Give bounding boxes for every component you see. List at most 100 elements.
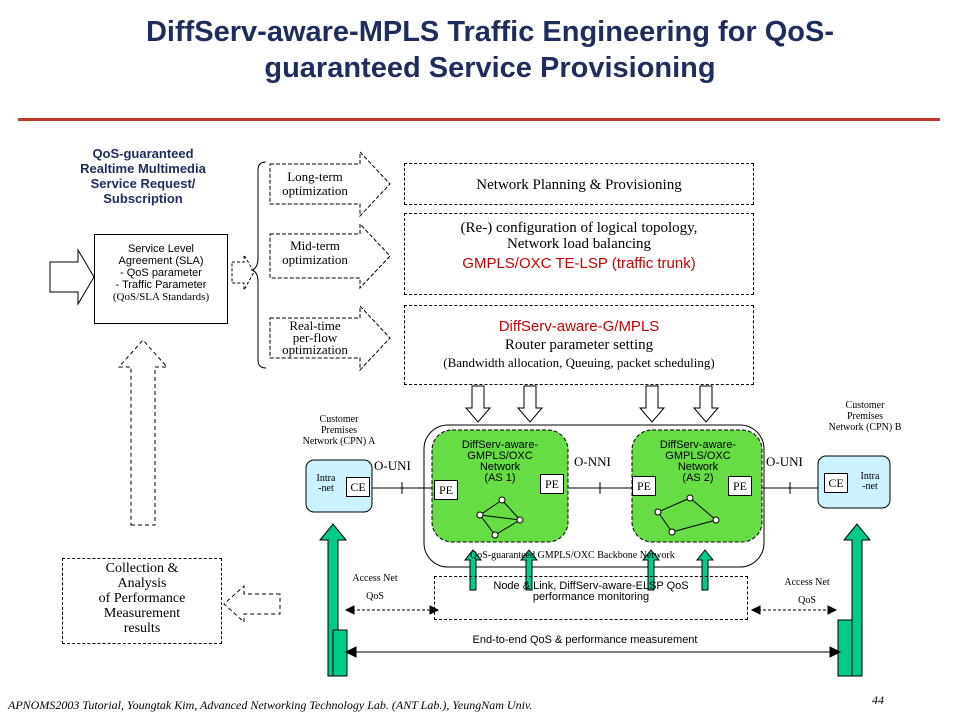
reconfig-line-1: (Re-) configuration of logical topology, [460,220,698,236]
sla-line-5: (QoS/SLA Standards) [112,291,210,303]
access-net-label-right: Access Net QoS [772,574,842,610]
title-line-2: guaranteed Service Provisioning [264,52,716,84]
end-to-end-label: End-to-end QoS & performance measurement [472,634,698,646]
cpn-b-line-2: Premises [846,411,884,422]
as1-network [431,429,569,543]
title-divider [18,118,940,121]
access-net-left-line-2: QoS [366,591,384,602]
collection-line-3: of Performance [98,591,186,606]
sla-line-4: - Traffic Parameter [115,279,207,291]
monitoring-line-2: performance monitoring [532,591,650,603]
page-number: 44 [872,693,884,707]
as1-line-1: DiffServ-aware- [461,439,539,451]
cpn-a-label: Customer Premises Network (CPN) A [284,414,394,447]
monitoring-box: Node & Link, DiffServ-aware-ELSP QoS per… [434,576,748,620]
as2-line-1: DiffServ-aware- [659,439,737,451]
as2-label: DiffServ-aware- GMPLS/OXC Network (AS 2) [638,440,758,484]
intranet-a-box [305,459,373,513]
intranet-b-label: Intra -net [852,472,888,492]
o-nni-label: O-NNI [574,454,611,469]
real-time-line-3: optimization [282,342,348,357]
router-line-1: DiffServ-aware-G/MPLS [498,318,660,335]
reconfig-line-2: Network load balancing [506,236,652,252]
request-line-1: QoS-guaranteed [92,146,194,161]
collection-line-4: Measurement [103,606,181,621]
real-time-line-2: per-flow [292,330,338,345]
real-time-label: Real-time per-flow optimization [270,318,360,357]
ce-b: CE [824,473,848,493]
ce-a: CE [346,477,370,497]
as2-line-2: GMPLS/OXC [665,450,731,462]
footer: APNOMS2003 Tutorial, Youngtak Kim, Advan… [8,698,533,712]
planning-box: Network Planning & Provisioning [404,163,754,205]
page-title: DiffServ-aware-MPLS Traffic Engineering … [60,14,920,86]
router-line-2: Router parameter setting [504,337,654,353]
collection-line-5: results [123,621,161,636]
sla-line-3: - QoS parameter [120,267,202,279]
cpn-a-line-3: Network (CPN) A [302,436,376,447]
mid-term-label: Mid-term optimization [270,239,360,267]
access-arrow-right [837,523,872,677]
access-net-label-left: Access Net QoS [340,570,410,606]
cpn-b-line-3: Network (CPN) B [828,422,902,433]
as2-topology [654,494,720,536]
access-net-right-line-2: QoS [798,595,816,606]
long-term-line-1: Long-term [287,169,343,184]
long-term-line-2: optimization [282,183,348,198]
cpn-a-line-1: Customer [319,414,359,425]
feedback-up-arrow [117,339,169,526]
intranet-a-label: Intra -net [308,474,344,494]
as1-topology [476,496,524,539]
pe-label: PE [732,479,747,493]
collection-line-1: Collection & [105,561,179,576]
ce-b-label: CE [828,476,844,490]
access-net-right-line-1: Access Net [784,577,830,588]
pe-label: PE [544,477,559,491]
mid-term-arrow [269,222,391,290]
as2-line-3: Network [677,461,719,473]
title-line-1: DiffServ-aware-MPLS Traffic Engineering … [145,16,835,48]
router-line-3: (Bandwidth allocation, Queuing, packet s… [443,355,715,370]
as2-line-4: (AS 2) [682,472,714,484]
pe-as1-left: PE [434,480,458,500]
ce-a-label: CE [350,480,366,494]
intranet-b-box [817,455,891,509]
reconfig-box: (Re-) configuration of logical topology,… [404,213,754,295]
end-to-end-arrow [344,646,842,658]
pe-label: PE [636,479,651,493]
intranet-a-line-2: -net [318,483,334,494]
as1-line-3: Network [479,461,521,473]
collection-box: Collection & Analysis of Performance Mea… [62,558,222,644]
intranet-b-line-2: -net [862,481,878,492]
mid-term-line-1: Mid-term [290,238,340,253]
access-net-left-line-1: Access Net [352,573,398,584]
request-line-2: Realtime Multimedia [80,161,206,176]
long-term-arrow [269,150,391,218]
router-box: DiffServ-aware-G/MPLS Router parameter s… [404,305,754,385]
sla-line-2: Agreement (SLA) [118,255,204,267]
access-net-arrow-right [750,605,838,615]
cpn-b-label: Customer Premises Network (CPN) B [810,400,920,433]
planning-label: Network Planning & Provisioning [476,177,682,193]
real-time-arrow [269,304,391,372]
intranet-b-line-1: Intra [860,471,880,482]
o-uni-label-a: O-UNI [374,458,411,473]
real-time-line-1: Real-time [289,318,341,333]
cpn-b-line-1: Customer [845,400,885,411]
long-term-label: Long-term optimization [270,170,360,198]
o-uni-label-b: O-UNI [766,454,803,469]
access-arrow-left [318,523,348,677]
brace [250,161,267,369]
as1-label: DiffServ-aware- GMPLS/OXC Network (AS 1) [440,440,560,484]
request-line-4: Subscription [103,191,183,206]
collection-line-2: Analysis [117,576,167,591]
as1-line-2: GMPLS/OXC [467,450,533,462]
backbone-label: QoS-guaranteed GMPLS/OXC Backbone Networ… [470,550,675,561]
service-request-heading: QoS-guaranteed Realtime Multimedia Servi… [58,146,228,206]
collection-arrow [223,584,281,624]
down-arrows [464,385,720,423]
intranet-a-line-1: Intra [316,473,336,484]
request-arrow [49,248,95,306]
sla-box: Service Level Agreement (SLA) - QoS para… [94,234,228,324]
